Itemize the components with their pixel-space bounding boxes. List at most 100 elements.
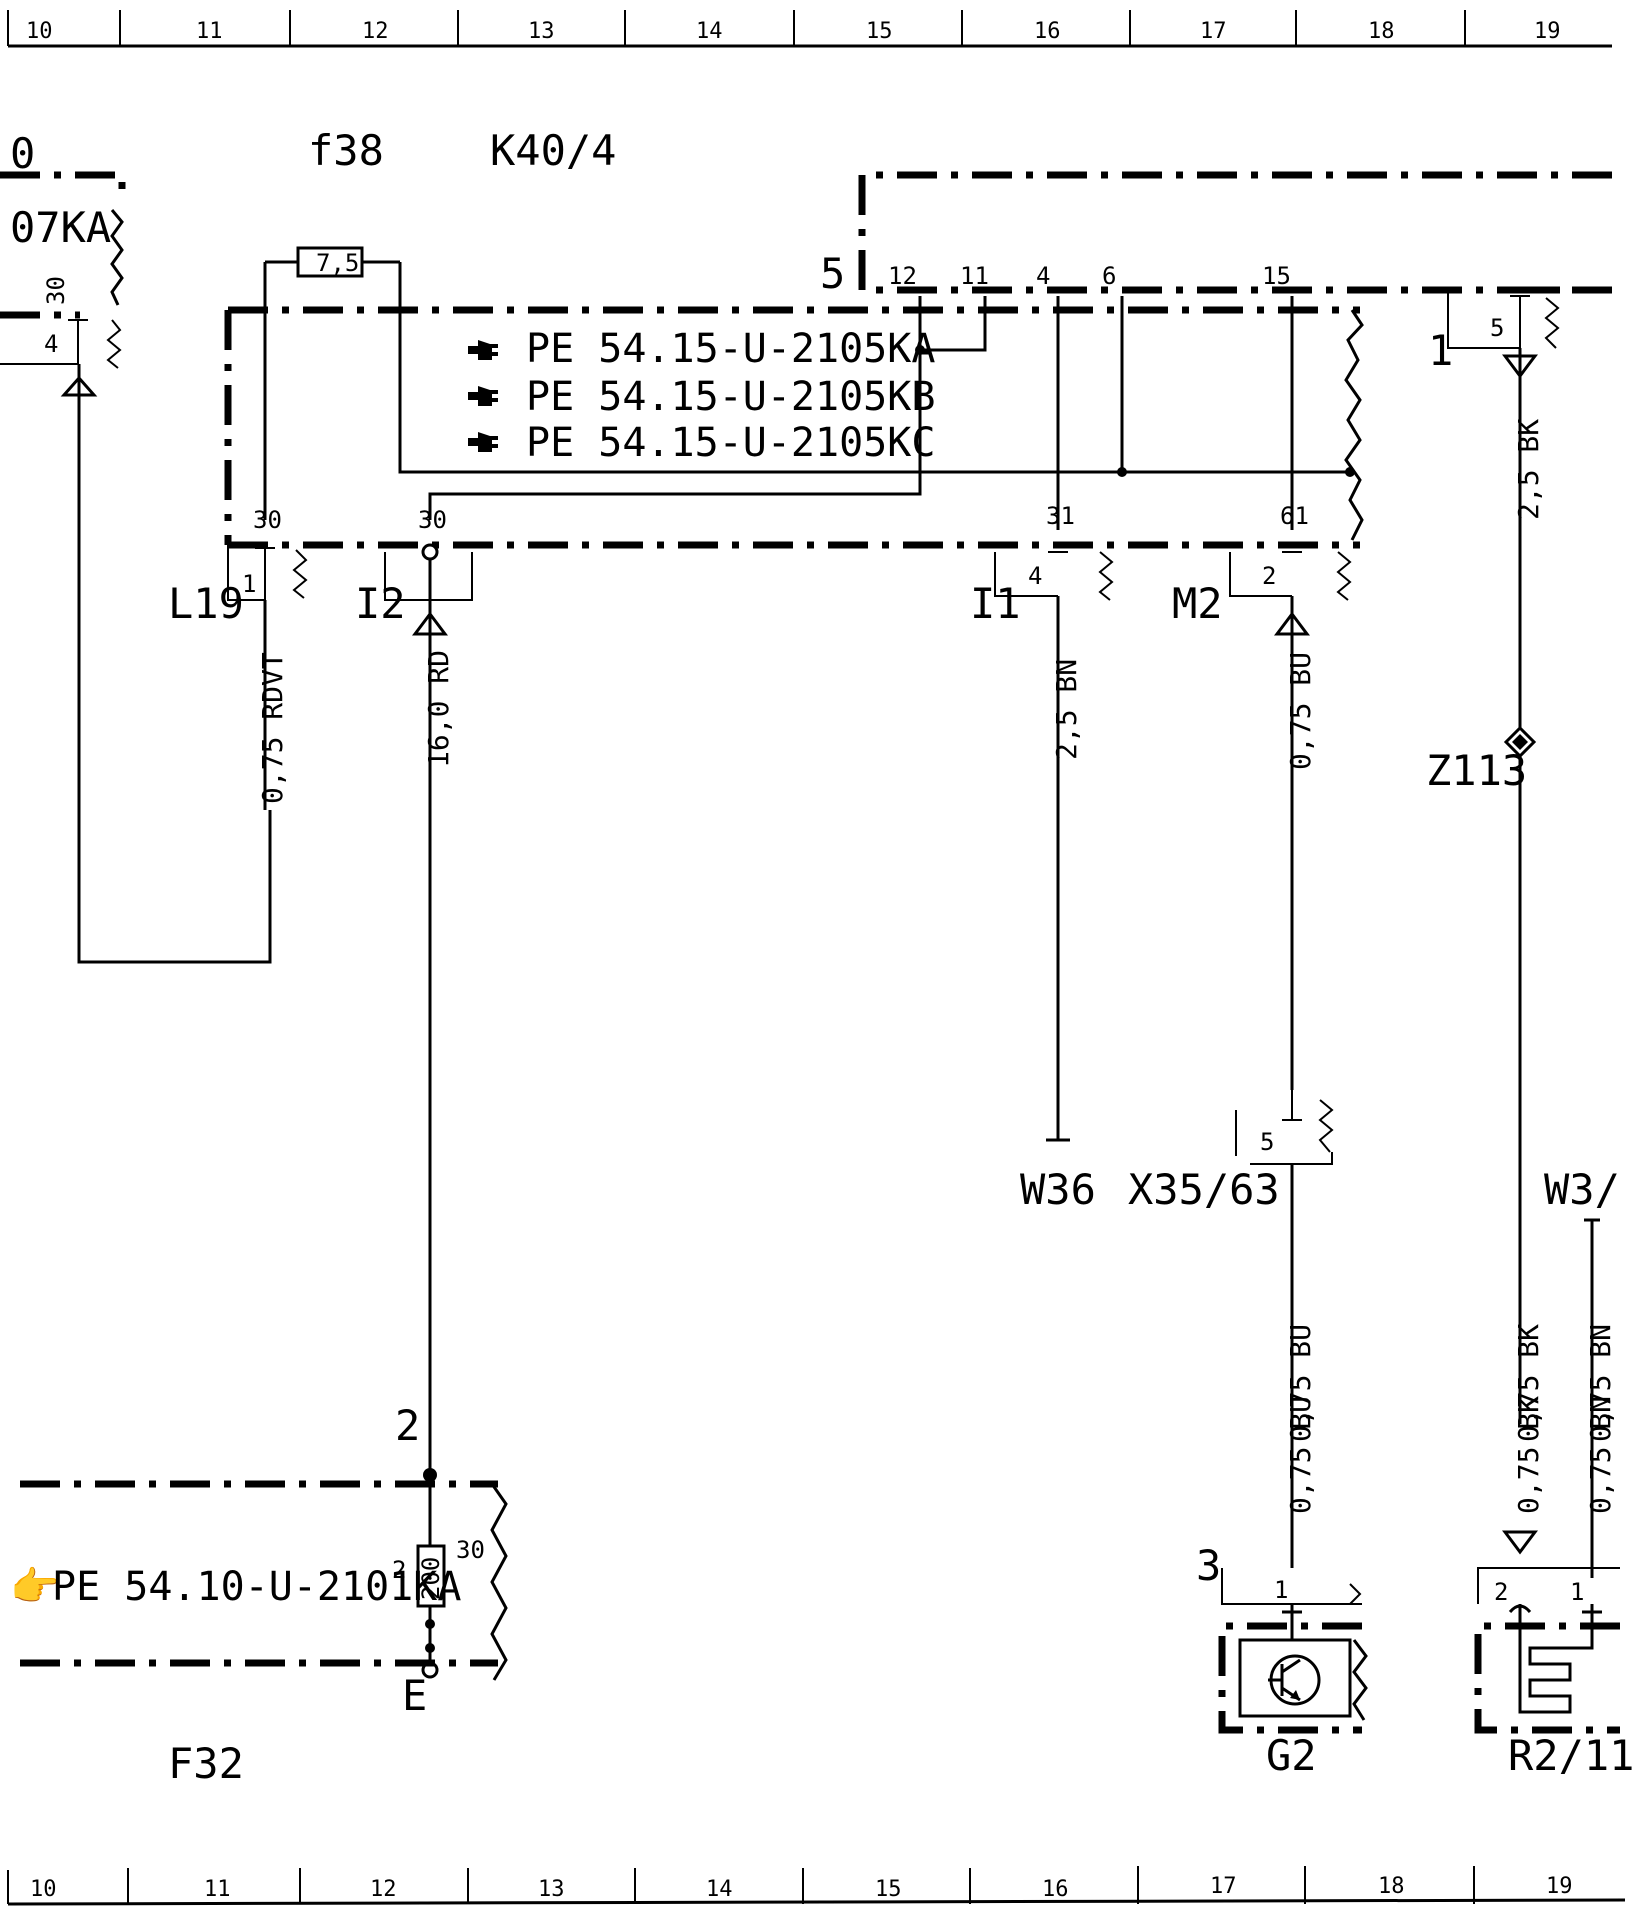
label-e: E	[402, 1671, 427, 1720]
node-2: 2	[395, 1401, 420, 1450]
m2-pin-2: 2	[1262, 562, 1276, 590]
wire-bu-upper: 0,75 BU	[1284, 652, 1317, 770]
bottom-ruler-10: 10	[30, 1877, 57, 1902]
label-z113: Z113	[1426, 746, 1527, 795]
pe-reference-kb: PE 54.15-U-2105KB	[468, 374, 935, 420]
top-ruler-10: 10	[26, 19, 53, 44]
wire-rdvt: 0,75 RDVT	[256, 652, 289, 804]
top-ruler-14: 14	[696, 19, 723, 44]
g2-conn-3: 3	[1196, 1541, 1221, 1590]
l19-pin-1: 1	[242, 570, 256, 598]
fuse-label-f38: f38	[308, 126, 384, 175]
pin-30-left: 30	[253, 506, 282, 534]
transistor-icon	[1268, 1654, 1321, 1706]
pin-15: 15	[1262, 262, 1291, 290]
pointing-hand-icon	[468, 432, 498, 452]
pointing-hand-icon	[468, 340, 498, 360]
label-i2: I2	[355, 579, 406, 628]
pin-12: 12	[888, 262, 917, 290]
wire-bn: 2,5 BN	[1050, 659, 1083, 760]
wire-bn-lower-repeat: 0,75 BN	[1584, 1396, 1617, 1514]
x35-pin-5: 5	[1260, 1128, 1274, 1156]
component-r2-11: 2 1 R2/11	[1474, 1530, 1634, 1780]
top-ruler-13: 13	[528, 19, 555, 44]
bottom-ruler-12: 12	[370, 1877, 397, 1902]
top-ruler-11: 11	[196, 19, 223, 44]
right-conn-1: 1	[1428, 326, 1453, 375]
bottom-ruler-11: 11	[204, 1877, 231, 1902]
label-w3: W3/	[1544, 1165, 1620, 1214]
pe-kc-label: PE 54.15-U-2105KC	[526, 420, 935, 466]
bottom-grid-ruler: 10 11 12 13 14 15 16 17 18 19	[7, 1866, 1626, 1906]
wire-bu-lower-repeat: 0,75 BU	[1284, 1396, 1317, 1514]
pin-61: 61	[1280, 502, 1309, 530]
bottom-ruler-16: 16	[1042, 1877, 1069, 1902]
top-ruler-15: 15	[866, 19, 893, 44]
label-x35-63: X35/63	[1128, 1165, 1280, 1214]
wire-rd: 16,0 RD	[422, 650, 455, 768]
module-conn-5: 5	[820, 249, 845, 298]
pe-ka-label: PE 54.15-U-2105KA	[526, 326, 935, 372]
label-i1: I1	[970, 579, 1021, 628]
lower-left-module: 2 200 30 E 👉 PE 54.10-U-2101KA 2 F32	[10, 1401, 508, 1788]
label-r2-11: R2/11	[1508, 1731, 1634, 1780]
pe-lower-sup: 2	[392, 1556, 406, 1584]
top-ruler-19: 19	[1534, 19, 1561, 44]
component-g2: 3 1 G2	[1196, 1541, 1368, 1780]
i1-pin-4: 4	[1028, 562, 1042, 590]
connector-x35-63: 5 X35/63 0,75 BU 0,75 BU	[1128, 1090, 1334, 1568]
left-pin-30: 30	[42, 276, 70, 305]
wire-bn-lower: 0,75 BN	[1584, 1324, 1617, 1442]
resistor-value: 200	[417, 1557, 445, 1600]
left-partial-component: 0 07KA 30 4	[0, 129, 272, 964]
bottom-ruler-18: 18	[1378, 1874, 1405, 1899]
fuse-value: 7,5	[316, 249, 359, 277]
top-ruler-18: 18	[1368, 19, 1395, 44]
module-k40-4: K40/4 5 12 11 4 6 15 PE 54.15-U-2105KA	[224, 126, 1612, 549]
bottom-ruler-14: 14	[706, 1877, 733, 1902]
r2-pin-1: 1	[1570, 1578, 1584, 1606]
top-ruler-12: 12	[362, 19, 389, 44]
pointing-hand-icon	[468, 386, 498, 406]
bottom-ruler-13: 13	[538, 1877, 565, 1902]
bottom-ruler-17: 17	[1210, 1874, 1237, 1899]
top-grid-ruler: 10 11 12 13 14 15 16 17 18 19	[7, 10, 1612, 48]
pe-reference-ka: PE 54.15-U-2105KA	[468, 326, 935, 372]
module-label-k40-4: K40/4	[490, 126, 616, 175]
resistor-pin-30: 30	[456, 1536, 485, 1564]
ground-triangle-icon	[1502, 1530, 1538, 1555]
label-f32: F32	[168, 1739, 244, 1788]
r2-pin-2: 2	[1494, 1578, 1508, 1606]
pe-reference-kc: PE 54.15-U-2105KC	[468, 420, 935, 466]
bottom-ruler-15: 15	[875, 1877, 902, 1902]
pointing-hand-icon: 👉	[10, 1564, 60, 1610]
top-ruler-16: 16	[1034, 19, 1061, 44]
label-w36: W36	[1020, 1165, 1096, 1214]
connector-m2: 2 M2 0,75 BU	[1172, 551, 1352, 1090]
partial-label-0: 0	[10, 129, 35, 178]
g2-pin-1: 1	[1274, 1576, 1288, 1604]
ground-triangle-icon	[412, 611, 448, 636]
connector-w3: W3/ 0,75 BN 0,75 BN	[1544, 1165, 1620, 1578]
bottom-ruler-19: 19	[1546, 1874, 1573, 1899]
label-m2: M2	[1172, 579, 1223, 628]
connector-i1: 4 I1 2,5 BN W36	[970, 551, 1114, 1214]
connector-i2: I2 16,0 RD	[355, 543, 473, 1475]
label-g2: G2	[1266, 1731, 1317, 1780]
connector-right-5: 5 1 2,5 BK Z113 0,75 BK 0,75 BK	[1426, 286, 1612, 1514]
top-ruler-17: 17	[1200, 19, 1227, 44]
ground-triangle-icon	[60, 375, 98, 397]
right-pin-5: 5	[1490, 314, 1504, 342]
connector-l19: 1 L19 0,75 RDVT	[168, 545, 308, 810]
pin-31: 31	[1046, 502, 1075, 530]
pin-11: 11	[960, 262, 989, 290]
pin-6: 6	[1102, 262, 1116, 290]
heater-element-icon	[1518, 1640, 1594, 1714]
fuse-f38: f38 7,5	[263, 126, 402, 310]
wire-bk-lower-repeat: 0,75 BK	[1512, 1396, 1545, 1514]
ground-triangle-icon	[1274, 611, 1310, 636]
pin-30-right: 30	[418, 506, 447, 534]
wire-bk-upper: 2,5 BK	[1512, 419, 1545, 520]
left-pin-4: 4	[44, 330, 58, 358]
